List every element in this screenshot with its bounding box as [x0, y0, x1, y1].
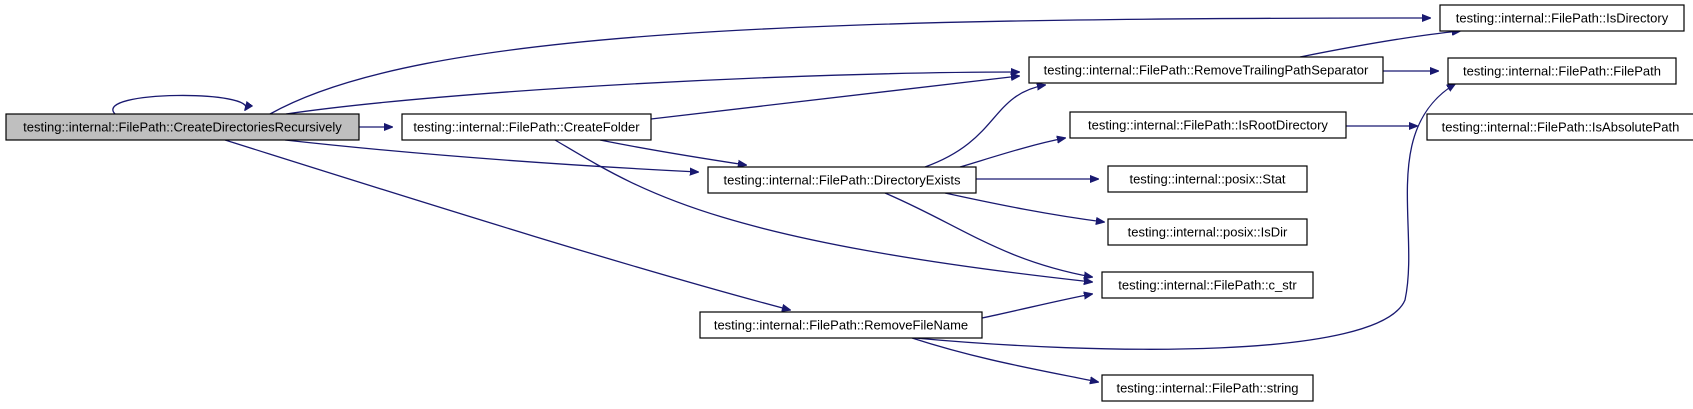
node-box	[699, 311, 983, 339]
node-label: testing::internal::FilePath::CreateFolde…	[413, 120, 640, 135]
node-is-root-dir[interactable]: testing::internal::FilePath::IsRootDirec…	[1069, 111, 1347, 139]
node-label: testing::internal::FilePath::CreateDirec…	[23, 120, 342, 135]
node-label: testing::internal::posix::Stat	[1129, 172, 1285, 187]
node-label: testing::internal::FilePath::RemoveFileN…	[714, 318, 968, 333]
node-posix-stat[interactable]: testing::internal::posix::Stat	[1107, 165, 1308, 193]
node-c-str[interactable]: testing::internal::FilePath::c_str	[1101, 271, 1314, 299]
edge-dir_exists-to-posix_isdir	[944, 192, 1104, 222]
node-create-folder[interactable]: testing::internal::FilePath::CreateFolde…	[401, 113, 652, 141]
nodes: testing::internal::FilePath::CreateDirec…	[5, 4, 1693, 402]
edges	[112, 18, 1460, 382]
node-box	[1447, 57, 1677, 85]
edge-dir_exists-to-c_str	[884, 192, 1092, 277]
edge-dir_exists-to-is_root_dir	[959, 138, 1065, 168]
edge-remove_trailing-to-is_directory	[1299, 31, 1460, 58]
node-label: testing::internal::FilePath::RemoveTrail…	[1044, 63, 1369, 78]
node-label: testing::internal::posix::IsDir	[1128, 225, 1288, 240]
node-is-absolute[interactable]: testing::internal::FilePath::IsAbsoluteP…	[1426, 113, 1693, 141]
edge-remove_file_name-to-c_str	[981, 294, 1092, 319]
edge-create_dirs-to-remove_file_name	[224, 139, 790, 310]
node-label: testing::internal::FilePath::IsRootDirec…	[1088, 118, 1328, 133]
edge-create_folder-to-dir_exists	[599, 139, 746, 165]
node-box	[1107, 218, 1308, 246]
node-box	[401, 113, 652, 141]
node-box	[5, 113, 360, 141]
node-box	[1439, 4, 1685, 32]
edge-remove_file_name-to-filepath_ctor	[914, 84, 1455, 350]
node-remove-file-name[interactable]: testing::internal::FilePath::RemoveFileN…	[699, 311, 983, 339]
node-box	[1101, 271, 1314, 299]
edge-remove_file_name-to-string	[911, 337, 1098, 382]
edge-create_folder-to-c_str	[554, 139, 1092, 282]
node-box	[1426, 113, 1693, 141]
node-is-directory[interactable]: testing::internal::FilePath::IsDirectory	[1439, 4, 1685, 32]
edge-dir_exists-to-remove_trailing	[924, 85, 1045, 168]
node-label: testing::internal::FilePath::IsAbsoluteP…	[1442, 120, 1680, 135]
edge-create_dirs-to-is_directory	[269, 18, 1430, 115]
node-box	[1069, 111, 1347, 139]
node-box	[707, 166, 977, 194]
edge-create_folder-to-remove_trailing	[650, 76, 1019, 120]
edge-create_dirs-to-create_dirs	[112, 94, 246, 115]
node-dir-exists[interactable]: testing::internal::FilePath::DirectoryEx…	[707, 166, 977, 194]
node-string[interactable]: testing::internal::FilePath::string	[1101, 374, 1314, 402]
edge-create_dirs-to-dir_exists	[284, 139, 698, 172]
node-posix-isdir[interactable]: testing::internal::posix::IsDir	[1107, 218, 1308, 246]
node-label: testing::internal::FilePath::FilePath	[1463, 64, 1661, 79]
node-box	[1028, 56, 1384, 84]
edge-create_dirs-to-remove_trailing	[285, 72, 1019, 115]
node-filepath-ctor[interactable]: testing::internal::FilePath::FilePath	[1447, 57, 1677, 85]
node-label: testing::internal::FilePath::string	[1116, 381, 1298, 396]
node-create-dirs[interactable]: testing::internal::FilePath::CreateDirec…	[5, 113, 360, 141]
node-remove-trailing[interactable]: testing::internal::FilePath::RemoveTrail…	[1028, 56, 1384, 84]
node-box	[1107, 165, 1308, 193]
node-label: testing::internal::FilePath::DirectoryEx…	[724, 173, 961, 188]
node-label: testing::internal::FilePath::c_str	[1118, 278, 1297, 293]
node-box	[1101, 374, 1314, 402]
node-label: testing::internal::FilePath::IsDirectory	[1456, 11, 1669, 26]
